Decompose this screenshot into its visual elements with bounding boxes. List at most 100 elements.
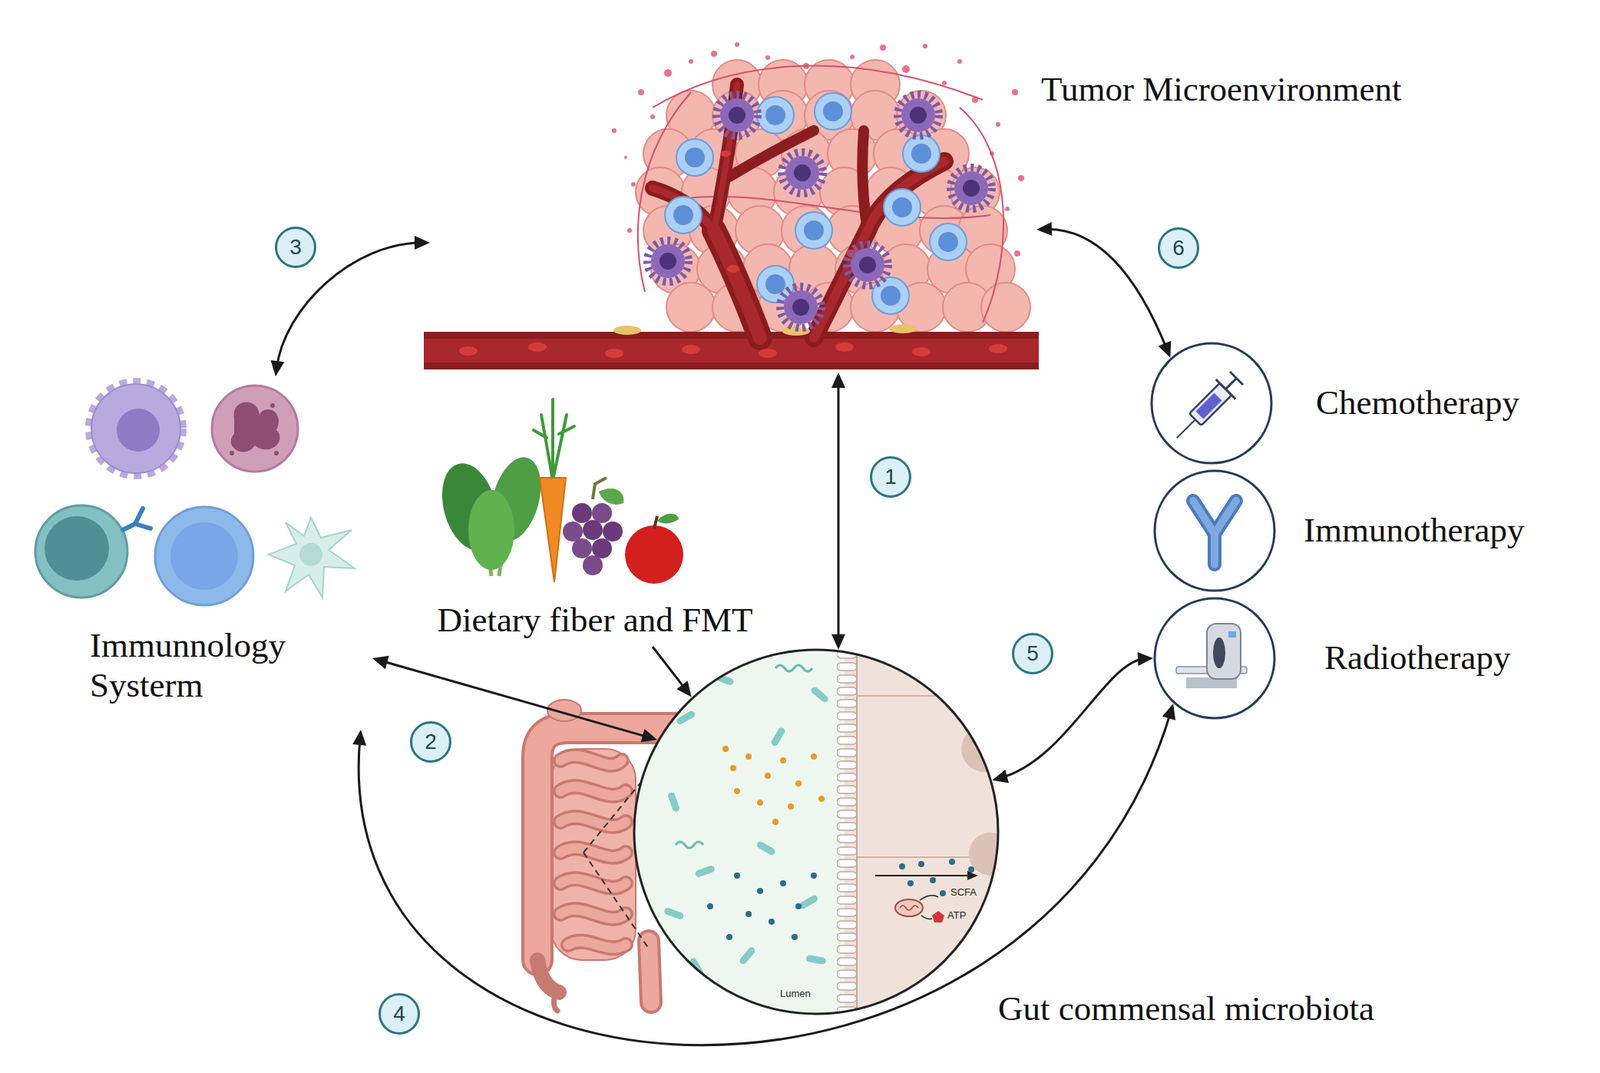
arrow-head (1137, 651, 1154, 666)
small-label: Lumen (780, 987, 811, 999)
arrow-head (414, 235, 430, 250)
arrow-head (831, 634, 846, 650)
blood-vessel (652, 84, 945, 338)
tumor-spray (627, 228, 632, 233)
blood-vessel (613, 325, 642, 335)
gut-magnified (757, 799, 764, 806)
intestine (648, 940, 652, 1002)
immune-cells (211, 385, 298, 472)
food-icons (654, 515, 658, 529)
tumor-spray (922, 43, 928, 49)
blood-vessel (813, 161, 945, 338)
connector-arrow (1036, 221, 1171, 358)
tumor-immune-cells (781, 152, 824, 194)
tumor-spray (765, 55, 771, 60)
gut-magnified (809, 685, 830, 705)
node-label: Gut commensal microbiota (998, 988, 1375, 1029)
immune-cells (122, 508, 151, 530)
gut-magnified (918, 860, 925, 867)
callout-number: 5 (1011, 632, 1054, 675)
arrow-head (352, 729, 367, 746)
tumor-immune-cells (814, 92, 852, 130)
gut-magnified (694, 864, 716, 878)
tumor-spray (624, 155, 628, 159)
gut-magnified (745, 753, 752, 760)
gut-magnified (810, 753, 817, 760)
gut-magnified (730, 764, 737, 771)
food-icons (598, 488, 624, 505)
callout-number: 6 (1157, 227, 1200, 269)
food-icons (657, 513, 679, 524)
callout-number: 1 (869, 456, 912, 498)
gut-magnified (875, 874, 969, 877)
gut-magnified (787, 803, 794, 810)
connector-line (999, 657, 1146, 778)
gut-magnified (772, 818, 779, 825)
gut-magnified (844, 647, 1006, 1015)
tumor-immune-cells (716, 94, 758, 136)
therapy-circle: Radiotherapy (1153, 596, 1277, 720)
tumor-immune-cells (929, 223, 967, 261)
immune-cells (229, 450, 235, 456)
arrow-head (1036, 221, 1052, 236)
node-label: Tumor Microenvironment (1041, 69, 1402, 110)
therapy-icons (1195, 393, 1222, 420)
gut-magnified (899, 862, 906, 870)
tumor-immune-cells (795, 211, 833, 249)
tumor-spray (902, 65, 910, 73)
connector-arrow (831, 372, 846, 650)
blood-vessel (681, 344, 701, 354)
blood-vessel (758, 348, 777, 358)
node-label: Dietary fiber and FMT (418, 600, 772, 641)
connector-arrow (991, 651, 1154, 783)
blood-vessel (813, 161, 945, 338)
gut-magnified (795, 780, 802, 787)
gut-magnified (770, 726, 787, 748)
connector-line (652, 646, 688, 691)
immune-cells (91, 383, 181, 473)
connector-arrow (652, 646, 692, 698)
gut-magnified (899, 905, 919, 910)
immune-cells (116, 408, 160, 452)
therapy-icons (1154, 598, 1275, 718)
callout-number: 2 (409, 720, 452, 763)
gut-magnified (663, 906, 685, 920)
node-outline (1154, 470, 1275, 591)
tumor-spray (631, 181, 636, 187)
food-icons (562, 521, 583, 542)
food-icons (591, 538, 612, 559)
blood-vessel (889, 323, 917, 334)
arrow-head (270, 360, 285, 377)
gut-magnified (798, 893, 820, 910)
gut-magnified (805, 954, 827, 965)
node-label: Chemotherapy (1315, 383, 1520, 424)
therapy-icons (1193, 500, 1237, 565)
therapy-circle: Chemotherapy (1150, 341, 1273, 465)
therapy-icons (1166, 368, 1247, 448)
gut-magnified (856, 695, 1006, 857)
therapy-icons (1213, 637, 1226, 668)
immune-cells (170, 522, 239, 590)
gut-magnified (967, 870, 979, 880)
arrow-head (641, 728, 658, 742)
node-outline (1153, 469, 1277, 592)
gut-magnified (968, 832, 1012, 876)
gut-magnified (907, 879, 914, 886)
tumor-immune-cells (846, 244, 889, 286)
gut-magnified (948, 858, 956, 865)
callout-number: 3 (274, 226, 317, 268)
blood-vessel (862, 130, 868, 231)
tumor-region: Tumor Microenvironment (429, 53, 1037, 373)
small-label: ATP (947, 909, 966, 921)
node-label: Immunnology Systerm (89, 625, 344, 706)
food-icons (571, 538, 592, 559)
therapy-icons (1151, 343, 1275, 718)
intestine (537, 959, 559, 992)
immune-group: Immunnology Systerm (30, 376, 373, 730)
connector-line (1044, 228, 1168, 351)
gut-magnified (675, 841, 704, 848)
gut-circle: Gut commensal microbiota (632, 647, 1000, 1015)
food-icons (558, 426, 575, 434)
gut-magnified (836, 647, 857, 1015)
